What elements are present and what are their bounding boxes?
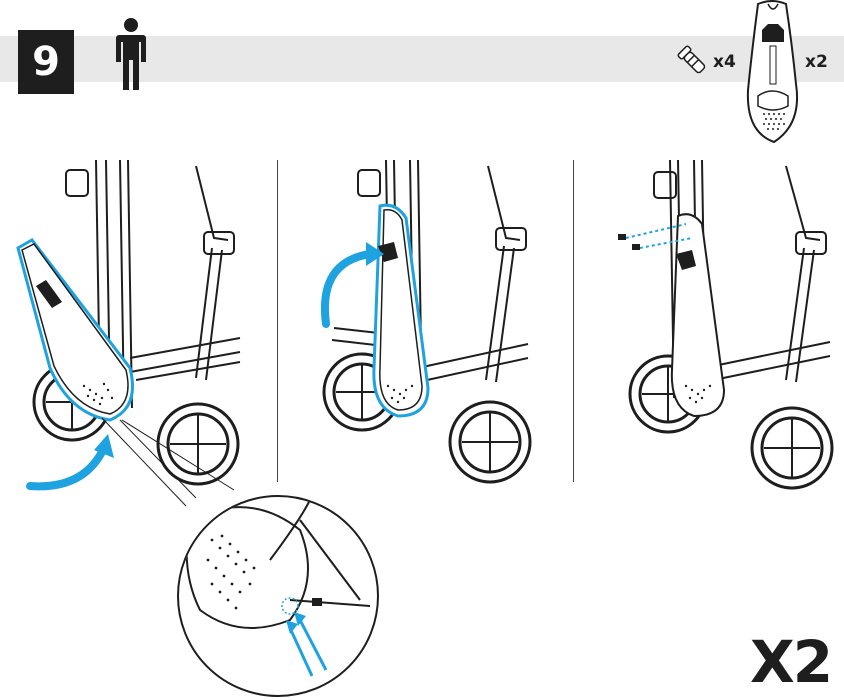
- header-band: [0, 36, 844, 82]
- panel-step-c: [618, 159, 834, 490]
- repeat-count: X2: [750, 628, 833, 696]
- cover-shell-icon: [746, 0, 798, 144]
- screw-icon: [677, 45, 706, 74]
- person-icon: [116, 18, 146, 90]
- panel-divider: [277, 160, 278, 482]
- screw-count: x4: [713, 52, 736, 72]
- step-number: 9: [18, 30, 74, 94]
- panel-step-a: [16, 159, 241, 498]
- panel-step-b: [321, 159, 532, 484]
- cover-count: x2: [805, 52, 828, 72]
- panel-divider: [573, 160, 574, 482]
